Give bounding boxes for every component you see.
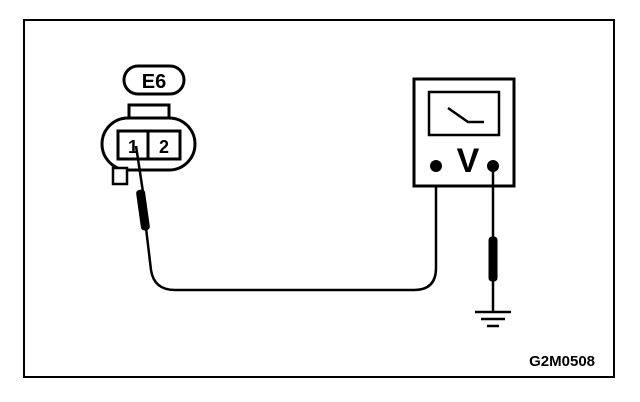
- voltmeter-needle-icon: [447, 106, 484, 124]
- ground-lead: [488, 168, 498, 312]
- probe-grip: [136, 189, 150, 231]
- test-lead-wire: [144, 168, 438, 292]
- connector-pin-2-label: 2: [159, 137, 169, 157]
- connector-label: E6: [122, 64, 186, 96]
- voltmeter-terminal-positive: [430, 160, 442, 172]
- voltmeter-display: [427, 90, 501, 137]
- voltmeter-symbol: V: [457, 142, 480, 180]
- connector-pin-1-label: 1: [128, 137, 138, 157]
- connector-label-oval: [122, 64, 186, 96]
- connector-e6: 1 2: [100, 103, 197, 186]
- figure-code: G2M0508: [529, 353, 595, 370]
- voltmeter-terminal-negative: [487, 160, 499, 172]
- ground-probe-grip: [488, 236, 498, 282]
- ground-symbol-icon: [475, 310, 511, 328]
- connector-pin-cell-2: [146, 129, 182, 161]
- voltmeter: V: [412, 77, 516, 188]
- probe-needle: [134, 145, 145, 193]
- diagram-frame: [23, 19, 615, 378]
- connector-label-text: E6: [142, 71, 166, 93]
- connector-bottom-tab: [111, 166, 129, 186]
